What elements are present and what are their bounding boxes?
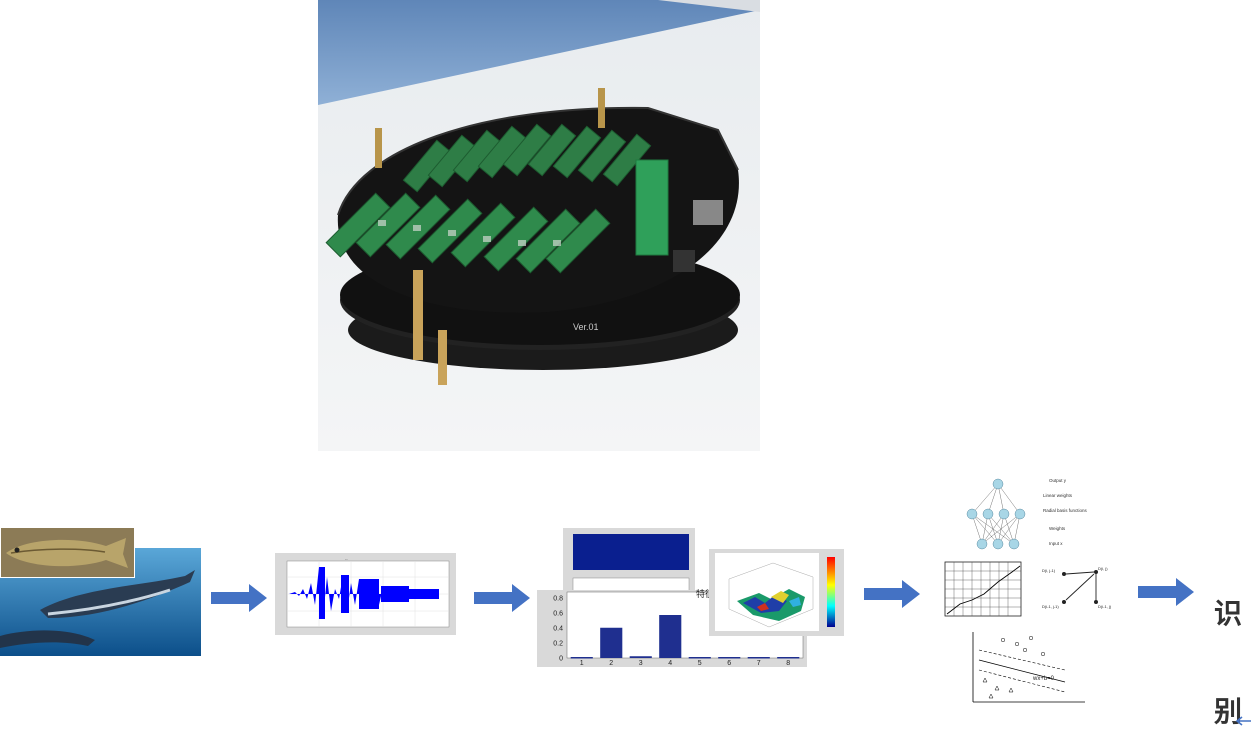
surface-plot: [709, 549, 844, 636]
bar-xtick-label: 2: [609, 660, 613, 667]
svg-text:D(i-1, j): D(i-1, j): [1098, 604, 1112, 609]
bar-4: [659, 615, 682, 658]
return-arrow-icon: [1235, 716, 1251, 726]
rbf-label-input: Input x: [1049, 541, 1063, 546]
grid-state-plot: [940, 560, 1025, 622]
rbf-label-linear-weights: Linear weights: [1043, 493, 1073, 498]
bar-6: [718, 657, 741, 659]
bar-xtick-label: 7: [757, 660, 761, 667]
svg-text:D(i-1, j-1): D(i-1, j-1): [1042, 604, 1059, 609]
waveform-plot: --: [275, 553, 456, 635]
board-silkscreen: Ver.01: [573, 322, 599, 332]
arrow-1-icon: [211, 584, 267, 612]
rbf-network-diagram: Output y Linear weights Radial basis fun…: [955, 474, 1105, 554]
bar-ytick-label: 0: [559, 656, 563, 663]
bar-ytick-label: 0.4: [553, 626, 563, 633]
bar-5: [688, 657, 711, 659]
feature-side-label: 特征: [696, 590, 715, 600]
rbf-label-radial-basis: Radial basis functions: [1043, 508, 1088, 513]
bar-xtick-label: 6: [727, 660, 731, 667]
bar-1: [570, 657, 593, 659]
bar-8: [777, 657, 800, 659]
recognition-label-line1: 识: [1214, 597, 1243, 630]
svm-plot: wx+b=0: [965, 630, 1090, 706]
bar-xtick-label: 5: [698, 660, 702, 667]
bar-3: [629, 656, 652, 658]
bar-xtick-label: 3: [639, 660, 643, 667]
state-transition-diagram: D(i, j-1) D(i, j) D(i-1, j-1) D(i-1, j): [1040, 562, 1120, 612]
svg-text:D(i, j): D(i, j): [1098, 566, 1108, 571]
rbf-label-output: Output y: [1049, 478, 1067, 483]
bar-7: [747, 657, 770, 659]
rbf-label-weights: Weights: [1049, 526, 1066, 531]
bar-2: [600, 627, 623, 658]
arrow-3-icon: [864, 580, 920, 608]
fish-photo: [0, 527, 135, 578]
recognition-label-line2: 别: [1214, 695, 1243, 728]
arrow-2-icon: [474, 584, 530, 612]
bar-xtick-label: 8: [786, 660, 790, 667]
hardware-photo: Ver.01: [318, 0, 760, 451]
bar-ytick-label: 0.2: [553, 641, 563, 648]
svm-equation: wx+b=0: [1032, 676, 1055, 682]
bar-ytick-label: 0.6: [553, 611, 563, 618]
bar-xtick-label: 4: [668, 660, 672, 667]
bar-ytick-label: 0.8: [553, 596, 563, 603]
svg-text:--: --: [345, 556, 348, 561]
arrow-4-icon: [1138, 578, 1194, 606]
bar-xtick-label: 1: [580, 660, 584, 667]
svg-text:D(i, j-1): D(i, j-1): [1042, 568, 1056, 573]
